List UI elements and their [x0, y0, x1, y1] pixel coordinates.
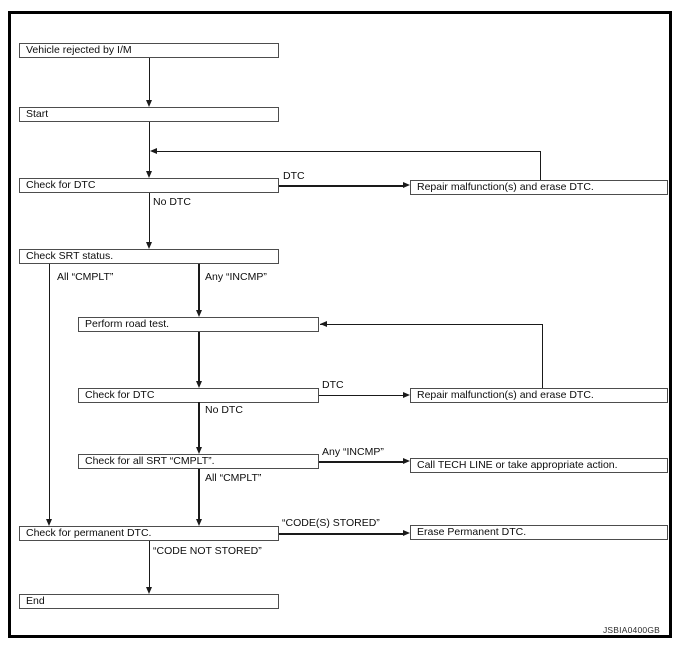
arrowhead-into-start	[145, 100, 152, 107]
flow-node-check-permanent-dtc: Check for permanent DTC.	[19, 526, 279, 541]
arrowhead-into-techline	[403, 458, 410, 465]
connector-anyincmp2-to-techline	[319, 461, 405, 463]
arrowhead-into-permanent-center	[195, 519, 202, 526]
flow-node-check-dtc-2: Check for DTC	[78, 388, 319, 403]
arrowhead-into-erase	[403, 530, 410, 537]
connector-nodtc1-to-srt	[148, 193, 150, 244]
edge-label-no-dtc-1: No DTC	[153, 196, 191, 208]
connector-repair2-feedback-run	[320, 323, 543, 325]
arrowhead-into-end	[145, 587, 152, 594]
edge-label-all-cmplt-left: All “CMPLT”	[57, 271, 114, 283]
connector-allcmplt-left-branch	[48, 264, 50, 521]
edge-label-code-not-stored: “CODE NOT STORED”	[153, 545, 262, 557]
connector-vehicle-to-start	[148, 58, 150, 102]
edge-label-dtc-1: DTC	[283, 170, 305, 182]
flow-node-erase-permanent-dtc: Erase Permanent DTC.	[410, 525, 668, 540]
connector-codenotstored-to-end	[148, 541, 150, 589]
flow-node-call-tech-line: Call TECH LINE or take appropriate actio…	[410, 458, 668, 473]
connector-codesstored-to-erase	[279, 533, 405, 535]
arrowhead-into-roadtest	[195, 310, 202, 317]
connector-nodtc2-to-checkallsrt	[198, 402, 200, 449]
connector-repair2-feedback-riser	[541, 324, 543, 388]
arrowhead-feedback2-into-roadtest	[320, 320, 327, 327]
connector-repair1-feedback-riser	[539, 151, 541, 180]
arrowhead-into-repair2	[403, 391, 410, 398]
figure-code: JSBIA0400GB	[602, 625, 660, 635]
edge-label-dtc-2: DTC	[322, 379, 344, 391]
arrowhead-into-checkdtc2	[195, 381, 202, 388]
diagram-frame	[8, 11, 672, 638]
edge-label-any-incmp-1: Any “INCMP”	[205, 271, 267, 283]
arrowhead-into-permanent-left	[46, 519, 52, 526]
flow-node-repair-erase-2: Repair malfunction(s) and erase DTC.	[410, 388, 668, 403]
flow-node-end: End	[19, 594, 279, 609]
arrowhead-feedback1-into-main	[150, 147, 157, 154]
flow-node-check-dtc-1: Check for DTC	[19, 178, 279, 193]
flow-node-check-srt-status: Check SRT status.	[19, 249, 279, 264]
connector-start-to-checkdtc1	[148, 122, 150, 173]
connector-dtc2-to-repair2	[319, 394, 405, 396]
edge-label-all-cmplt-2: All “CMPLT”	[205, 472, 262, 484]
flow-node-vehicle-rejected: Vehicle rejected by I/M	[19, 43, 279, 58]
flow-node-perform-road-test: Perform road test.	[78, 317, 319, 332]
connector-anyincmp-to-roadtest	[198, 264, 200, 312]
arrowhead-into-checkallsrt	[195, 447, 202, 454]
arrowhead-into-checksrt	[145, 242, 152, 249]
connector-roadtest-to-checkdtc2	[198, 332, 200, 383]
edge-label-no-dtc-2: No DTC	[205, 404, 243, 416]
edge-label-any-incmp-2: Any “INCMP”	[322, 446, 384, 458]
connector-dtc1-to-repair1	[279, 185, 405, 187]
flow-node-repair-erase-1: Repair malfunction(s) and erase DTC.	[410, 180, 668, 195]
connector-allcmplt2-to-permanent	[198, 469, 200, 521]
arrowhead-into-repair1	[403, 182, 410, 189]
arrowhead-into-checkdtc1	[145, 171, 152, 178]
connector-repair1-feedback-run	[152, 150, 541, 152]
flow-node-check-all-srt: Check for all SRT “CMPLT”.	[78, 454, 319, 469]
edge-label-codes-stored: “CODE(S) STORED”	[282, 517, 380, 529]
flow-node-start: Start	[19, 107, 279, 122]
